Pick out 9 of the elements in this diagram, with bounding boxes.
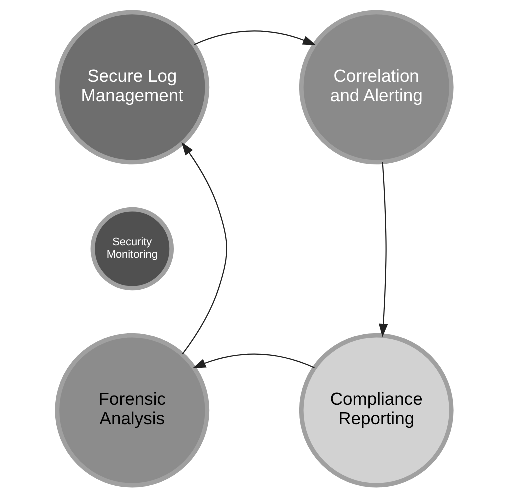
node-circle: Forensic Analysis: [54, 333, 210, 488]
arrow: [378, 162, 388, 338]
arrow: [192, 354, 314, 369]
node-circle: Security Monitoring: [90, 207, 174, 291]
node-circle: Compliance Reporting: [298, 333, 454, 488]
arrow: [194, 30, 316, 46]
node-circle: Secure Log Management: [54, 10, 210, 165]
arrow: [181, 142, 227, 355]
node-circle: Correlation and Alerting: [298, 10, 454, 165]
